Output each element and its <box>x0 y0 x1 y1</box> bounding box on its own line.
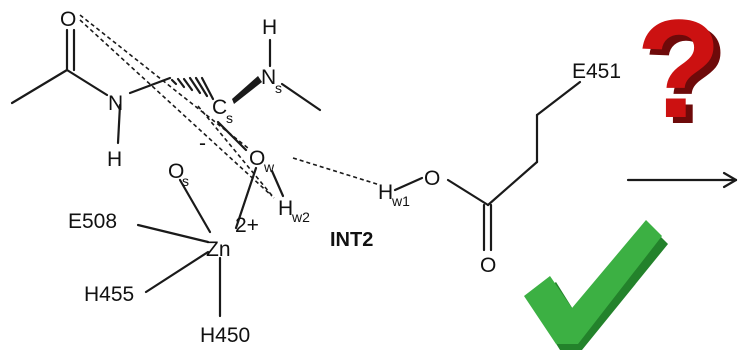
int2-label: INT2 <box>330 229 373 251</box>
ns-hydrogen-label: H <box>262 16 277 39</box>
svg-text:O: O <box>168 160 184 183</box>
svg-text:w1: w1 <box>391 193 410 209</box>
arrow-right-icon <box>626 171 738 189</box>
ns-nitrogen-label: N s <box>261 66 282 96</box>
glutamate-bonds <box>393 80 582 252</box>
zinc-coordination-bonds <box>136 166 258 318</box>
os-oxygen-label: O s <box>168 160 189 189</box>
e508-label: E508 <box>68 210 117 233</box>
h450-label: H450 <box>200 324 250 347</box>
svg-text:?: ? <box>643 0 729 153</box>
substrate-bonds <box>10 28 322 198</box>
interaction-dashes <box>79 14 381 199</box>
hashed-wedge <box>170 76 215 101</box>
e451-label: E451 <box>572 60 621 83</box>
h455-label: H455 <box>84 283 134 306</box>
zinc-label: Zn <box>206 238 231 261</box>
acid-oxygen-top-label: O <box>424 167 440 190</box>
svg-text:?: ? <box>636 0 722 147</box>
minus-charge: - <box>199 132 206 155</box>
svg-text:O: O <box>249 147 265 170</box>
svg-text:C: C <box>212 96 227 119</box>
hw2-hydrogen-label: H w2 <box>278 197 310 225</box>
question-mark-icon: ? ? <box>636 0 729 153</box>
hw1-hydrogen-label: H w1 <box>378 181 410 209</box>
svg-text:w: w <box>263 159 275 175</box>
svg-text:H: H <box>278 197 293 220</box>
solid-wedge <box>232 76 262 104</box>
svg-text:s: s <box>226 110 233 126</box>
zinc-charge: 2+ <box>235 214 259 237</box>
cs-carbon-label: C s <box>212 96 233 126</box>
check-mark-icon <box>524 220 668 350</box>
amide-hydrogen-label: H <box>107 148 122 171</box>
carbonyl-oxygen-label: O <box>60 8 76 31</box>
svg-text:s: s <box>182 173 189 189</box>
ow-oxygen-label: O w <box>249 147 275 175</box>
svg-text:H: H <box>378 181 393 204</box>
acid-oxygen-bottom-label: O <box>480 254 496 277</box>
svg-text:s: s <box>275 80 282 96</box>
svg-text:w2: w2 <box>291 209 310 225</box>
amide-nitrogen-label: N <box>108 92 123 115</box>
svg-text:N: N <box>261 66 276 89</box>
